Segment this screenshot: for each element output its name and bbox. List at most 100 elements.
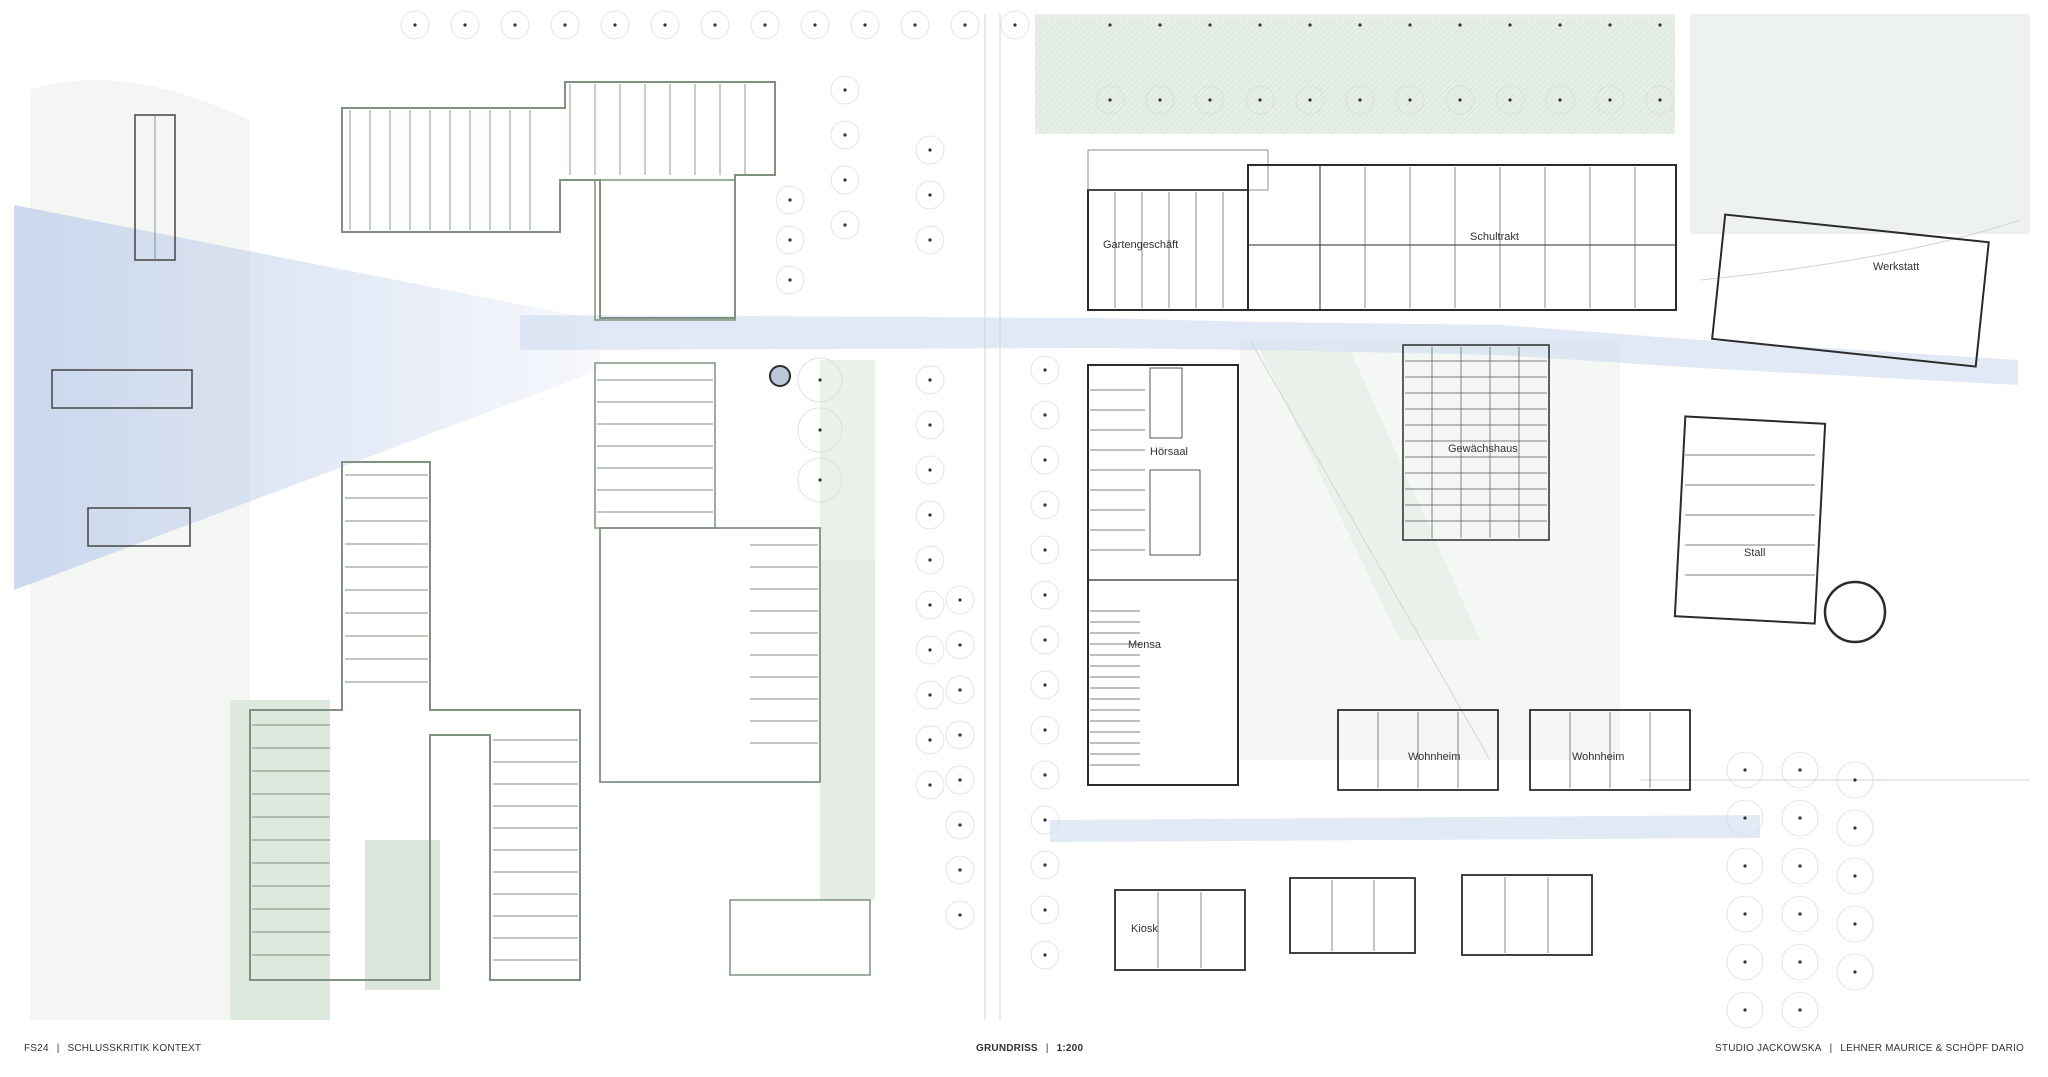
landscape [30,14,2030,1020]
tree-canopy [830,120,860,150]
tree-trunk [1743,960,1747,964]
tree-canopy [450,10,480,40]
tree-canopy [945,675,975,705]
tree-trunk [788,198,792,202]
house-south-1 [1289,877,1416,954]
tree-trunk [928,468,932,472]
tree-trunk [613,23,617,27]
label-kiosk: Kiosk [1131,923,1158,935]
stall-building [1673,415,1827,625]
tree-canopy [1781,943,1819,981]
tree-canopy [915,410,945,440]
tree-canopy [1445,85,1475,115]
tree-canopy [830,165,860,195]
tree-trunk [788,238,792,242]
tree-trunk [1853,826,1857,830]
wohnheim-2-building [1529,709,1691,791]
courtyard-green [365,840,440,990]
tree-trunk [1658,23,1662,27]
tree-canopy [775,265,805,295]
critique-title: SCHLUSSKRITIK KONTEXT [67,1043,202,1054]
west-rooms [252,84,818,961]
tree-canopy [1726,943,1764,981]
tree-trunk [928,738,932,742]
tree-trunk [1043,818,1047,822]
tree-trunk [1853,970,1857,974]
tree-canopy [915,545,945,575]
tree-trunk [1798,912,1802,916]
wohnheim-1-building [1337,709,1499,791]
tree-trunk [1743,768,1747,772]
tree-trunk [928,603,932,607]
tree-canopy [1030,805,1060,835]
tree-trunk [1043,863,1047,867]
meadow-diag [1260,350,1480,640]
tree-canopy [775,225,805,255]
tree-trunk [928,783,932,787]
tree-trunk [958,913,962,917]
tree-trunk [1558,98,1562,102]
tree-trunk [1853,874,1857,878]
kiosk-building [1114,889,1246,971]
label-mensa: Mensa [1128,639,1162,651]
tree-canopy [1295,85,1325,115]
tree-trunk [1308,98,1312,102]
tree-canopy [945,585,975,615]
tree-canopy [1030,850,1060,880]
label-gartengeschaeft: Gartengeschäft [1103,239,1178,251]
tree-trunk [958,823,962,827]
tree-trunk [663,23,667,27]
tree-trunk [958,778,962,782]
east-rooms [1090,167,1815,968]
view-cone [14,205,600,590]
studio-name: STUDIO JACKOWSKA [1715,1043,1822,1054]
tree-canopy [750,10,780,40]
tree-canopy [1781,799,1819,837]
course-code: FS24 [24,1043,49,1054]
west-buildings [51,81,871,981]
label-hoersaal: Hörsaal [1150,446,1188,458]
tree-canopy [1030,400,1060,430]
tree-trunk [958,868,962,872]
tree-canopy [1781,847,1819,885]
tree-trunk [1158,23,1162,27]
tree-trunk [1108,23,1112,27]
author-names: LEHNER MAURICE & SCHÖPF DARIO [1840,1043,2024,1054]
tree-canopy [700,10,730,40]
drawing-type: GRUNDRISS [976,1043,1038,1054]
tree-canopy [1030,895,1060,925]
tree-canopy [1726,895,1764,933]
tree-trunk [928,148,932,152]
tree-trunk [1608,98,1612,102]
tree-trunk [863,23,867,27]
tree-canopy [1836,809,1874,847]
tree-trunk [928,423,932,427]
tree-canopy [915,365,945,395]
tree-trunk [1108,98,1112,102]
tree-trunk [1043,458,1047,462]
tree-trunk [928,238,932,242]
tree-trunk [958,688,962,692]
tree-trunk [1558,23,1562,27]
tree-trunk [1258,98,1262,102]
tree-trunk [928,693,932,697]
tree-trunk [963,23,967,27]
tree-trunk [1043,413,1047,417]
tree-trunk [843,223,847,227]
tree-trunk [1798,768,1802,772]
tree-canopy [1726,991,1764,1029]
tree-trunk [1743,1008,1747,1012]
meadow-southwest [230,700,330,1020]
tree-canopy [1781,991,1819,1029]
tree-trunk [1043,593,1047,597]
tree-canopy [830,210,860,240]
tree-trunk [1208,98,1212,102]
tree-canopy [797,457,843,503]
tree-canopy [1781,895,1819,933]
tree-trunk [788,278,792,282]
tree-canopy [650,10,680,40]
tree-canopy [945,630,975,660]
gewaechshaus-building [1402,344,1550,541]
tree-trunk [818,428,822,432]
paths [984,14,2030,1020]
